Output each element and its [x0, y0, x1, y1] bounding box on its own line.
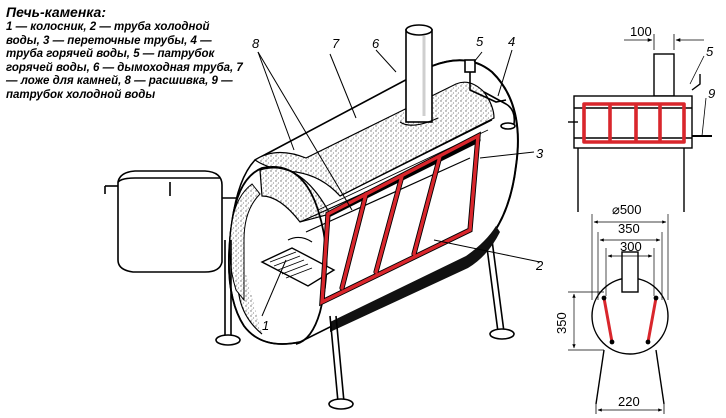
callout-8: 8 — [252, 36, 260, 51]
side-view — [568, 34, 712, 212]
leader-lines — [257, 49, 541, 317]
legend-text: 1 — колосник, 2 — труба холодной воды, 3… — [6, 21, 243, 101]
front-leg-left — [224, 240, 232, 338]
dim-diameter: ⌀500 — [612, 202, 642, 217]
callout-4: 4 — [508, 34, 515, 49]
front-view-pipes — [602, 296, 658, 344]
hot-water-pipe — [464, 59, 516, 130]
water-tank — [104, 170, 240, 273]
dim-upper-width: 350 — [618, 221, 640, 236]
legend-title: Печь-каменка: — [6, 4, 107, 20]
side-dim-100: 100 — [630, 24, 652, 39]
callout-7: 7 — [332, 36, 340, 51]
front-leg-right — [329, 315, 345, 403]
chimney — [399, 24, 439, 126]
grate — [260, 236, 336, 287]
rear-leg-right — [485, 239, 505, 333]
callout-1: 1 — [262, 318, 269, 333]
callout-5: 5 — [476, 34, 484, 49]
side-callout-5: 5 — [706, 44, 714, 59]
front-opening — [228, 166, 328, 345]
dim-leg-span: 220 — [618, 394, 640, 409]
main-stove — [104, 24, 519, 410]
callout-2: 2 — [535, 258, 544, 273]
stone-bed — [253, 81, 495, 197]
foot — [489, 328, 515, 340]
side-view-pipes — [582, 102, 686, 144]
legend: Печь-каменка: 1 — колосник, 2 — труба хо… — [6, 4, 244, 103]
side-callout-9: 9 — [708, 86, 715, 101]
dim-height: 350 — [554, 312, 569, 334]
callout-6: 6 — [372, 36, 380, 51]
dim-inner-width: 300 — [620, 239, 642, 254]
callout-3: 3 — [536, 146, 544, 161]
